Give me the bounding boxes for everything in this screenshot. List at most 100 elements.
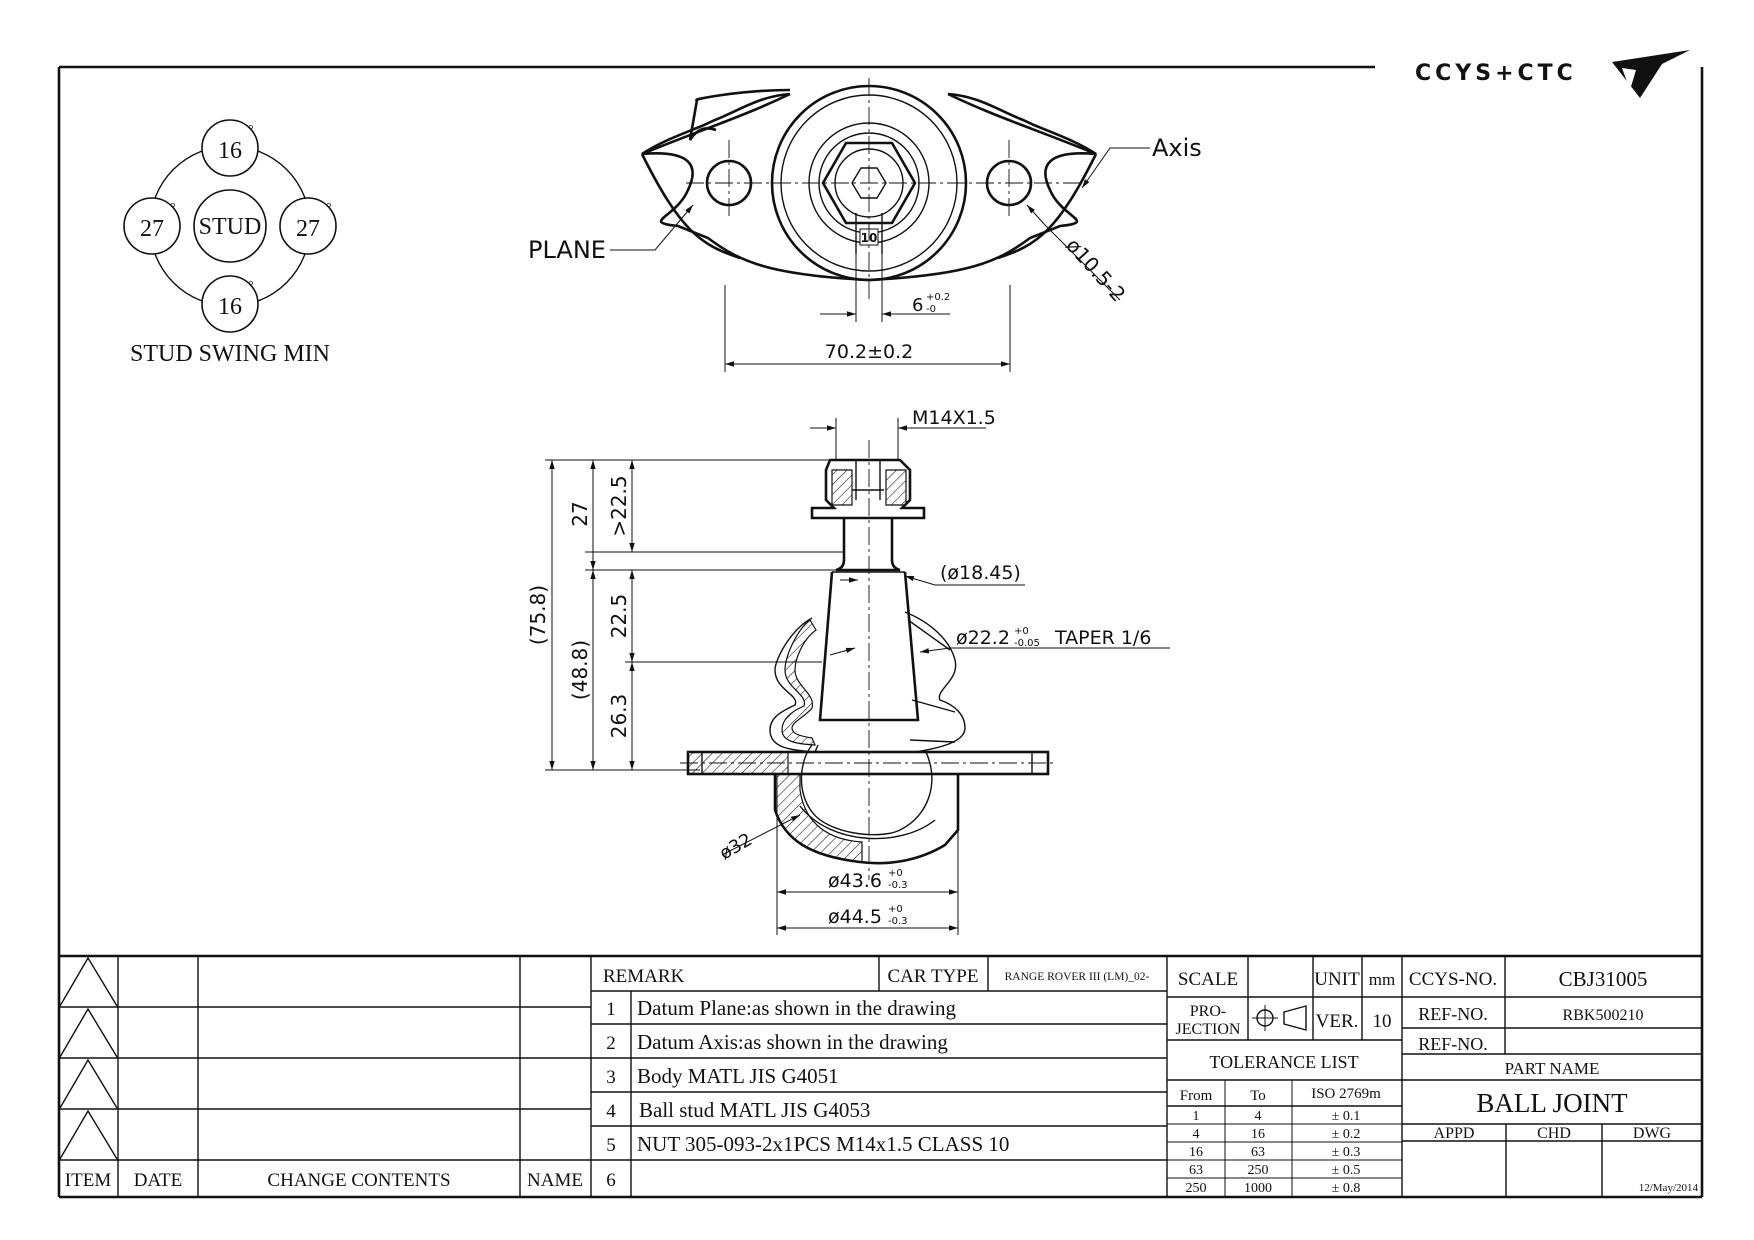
- svg-text:ISO 2769m: ISO 2769m: [1311, 1086, 1381, 1102]
- company-logo: CCYS+CTC: [1415, 50, 1690, 98]
- svg-text:-0.05: -0.05: [1014, 638, 1040, 649]
- swing-right-value: 27: [296, 216, 320, 242]
- scale-label: SCALE: [1178, 969, 1238, 990]
- neck-dia-dim: (ø18.45): [940, 562, 1021, 584]
- remark-item-4: Ball stud MATL JIS G4053: [639, 1098, 870, 1122]
- thread-length-dim: >22.5: [607, 475, 631, 536]
- side-view: M14X1.5 (75.8) 27 >22.5 (48.8) 22.5 26.3: [526, 407, 1170, 935]
- stud-swing-diagram: STUD 16 ° 16 ° 27 ° 27 ° STUD SWING MIN: [123, 119, 337, 367]
- remark-item-2: Datum Axis:as shown in the drawing: [637, 1030, 948, 1054]
- rev-header-name: NAME: [527, 1170, 583, 1191]
- svg-text:2: 2: [606, 1033, 616, 1054]
- svg-text:+0: +0: [888, 904, 903, 915]
- swing-caption: STUD SWING MIN: [130, 341, 330, 367]
- svg-text:± 0.8: ± 0.8: [1332, 1181, 1361, 1196]
- car-type-value: RANGE ROVER III (LM)_02-: [1005, 971, 1150, 983]
- svg-text:4: 4: [1255, 1109, 1262, 1124]
- svg-text:°: °: [248, 123, 254, 138]
- ref-no-label-1: REF-NO.: [1418, 1004, 1488, 1024]
- revision-table: ITEM DATE CHANGE CONTENTS NAME: [59, 956, 592, 1197]
- svg-text:-0.3: -0.3: [888, 880, 908, 891]
- ref-no-value-1: RBK500210: [1563, 1007, 1644, 1024]
- plane-label: PLANE: [528, 236, 606, 264]
- svg-text:-0: -0: [926, 304, 936, 315]
- overall-height-dim: (75.8): [526, 585, 550, 645]
- spec-table: SCALE UNIT mm PRO- JECTION VER. 10 TOLER…: [1166, 956, 1403, 1197]
- svg-text:6: 6: [606, 1170, 616, 1191]
- ref-no-label-2: REF-NO.: [1418, 1034, 1488, 1054]
- swing-left-value: 27: [140, 216, 164, 242]
- svg-text:16: 16: [1189, 1145, 1203, 1160]
- swing-bottom-value: 16: [218, 294, 242, 320]
- svg-text:+0: +0: [888, 868, 903, 879]
- rev-header-item: ITEM: [65, 1170, 112, 1191]
- svg-text:4: 4: [1193, 1127, 1200, 1142]
- swing-top-circle: [201, 119, 259, 177]
- ccys-no-value: CBJ31005: [1559, 967, 1648, 991]
- svg-text:1: 1: [606, 999, 616, 1020]
- appd-label: APPD: [1434, 1125, 1475, 1142]
- svg-text:250: 250: [1248, 1163, 1269, 1178]
- hole-dim: ø10.5-2: [1061, 233, 1130, 306]
- rev-header-change: CHANGE CONTENTS: [267, 1170, 450, 1191]
- remark-item-1: Datum Plane:as shown in the drawing: [637, 996, 957, 1020]
- car-type-label: CAR TYPE: [888, 966, 979, 987]
- unit-label: UNIT: [1314, 969, 1360, 990]
- svg-text:3: 3: [606, 1067, 616, 1088]
- svg-text:63: 63: [1189, 1163, 1203, 1178]
- svg-text:+0: +0: [1014, 626, 1029, 637]
- swing-left-circle: [123, 197, 181, 255]
- svg-text:To: To: [1250, 1088, 1266, 1104]
- svg-text:16: 16: [1251, 1127, 1265, 1142]
- svg-text:-0.3: -0.3: [888, 916, 908, 927]
- thread-dim: M14X1.5: [912, 407, 996, 429]
- ver-label: VER.: [1316, 1011, 1359, 1032]
- axis-label: Axis: [1152, 134, 1202, 162]
- taper-length-dim: 22.5: [607, 594, 631, 639]
- svg-text:63: 63: [1251, 1145, 1265, 1160]
- rev-header-date: DATE: [134, 1170, 183, 1191]
- swing-center-circle: [193, 189, 267, 263]
- svg-text:± 0.2: ± 0.2: [1332, 1127, 1361, 1142]
- svg-text:± 0.1: ± 0.1: [1332, 1109, 1361, 1124]
- ver-value: 10: [1373, 1011, 1392, 1032]
- drawing-frame: [57, 65, 1704, 1199]
- remark-header: REMARK: [603, 966, 685, 987]
- svg-text:± 0.5: ± 0.5: [1332, 1163, 1361, 1178]
- ball-dia-dim: ø32: [716, 829, 756, 864]
- top-view: 10 PLANE Axis ø10.5-2 6 +0.2 -0 70.2±0.2: [528, 78, 1202, 372]
- swing-center-label: STUD: [199, 214, 262, 240]
- svg-text:1: 1: [1193, 1109, 1200, 1124]
- body-length-dim: 26.3: [607, 694, 631, 739]
- dwg-label: DWG: [1633, 1125, 1672, 1142]
- svg-text:250: 250: [1186, 1181, 1207, 1196]
- body-dia2-dim: ø44.5: [828, 906, 882, 928]
- projection-label: JECTION: [1176, 1021, 1241, 1038]
- lower-height-dim: (48.8): [568, 640, 592, 700]
- body-dia1-dim: ø43.6: [828, 870, 882, 892]
- slot-dim: 6: [912, 295, 923, 316]
- title-block: ITEM DATE CHANGE CONTENTS NAME REMARK CA…: [59, 954, 1702, 1197]
- chd-label: CHD: [1537, 1125, 1571, 1142]
- svg-text:PRO-: PRO-: [1190, 1003, 1226, 1020]
- taper-dia-dim: ø22.2: [956, 627, 1010, 649]
- projection-symbol-icon: [1252, 1005, 1307, 1031]
- svg-text:± 0.3: ± 0.3: [1332, 1145, 1361, 1160]
- remark-item-3: Body MATL JIS G4051: [637, 1064, 839, 1088]
- swing-top-value: 16: [218, 138, 242, 164]
- part-info-table: CCYS-NO. CBJ31005 REF-NO. RBK500210 REF-…: [1402, 956, 1702, 1197]
- taper-text: TAPER 1/6: [1054, 627, 1151, 649]
- svg-text:From: From: [1180, 1088, 1213, 1104]
- tolerance-title: TOLERANCE LIST: [1209, 1052, 1358, 1072]
- unit-value: mm: [1369, 970, 1395, 989]
- svg-text:1000: 1000: [1244, 1181, 1272, 1196]
- svg-text:°: °: [170, 201, 176, 216]
- remark-item-5: NUT 305-093-2x1PCS M14x1.5 CLASS 10: [637, 1132, 1009, 1156]
- svg-text:°: °: [326, 201, 332, 216]
- svg-text:4: 4: [606, 1101, 616, 1122]
- swing-bottom-circle: [201, 275, 259, 333]
- width-dim: 70.2±0.2: [825, 341, 913, 363]
- part-name-value: BALL JOINT: [1476, 1088, 1628, 1118]
- remarks-table: REMARK CAR TYPE RANGE ROVER III (LM)_02-…: [591, 956, 1167, 1197]
